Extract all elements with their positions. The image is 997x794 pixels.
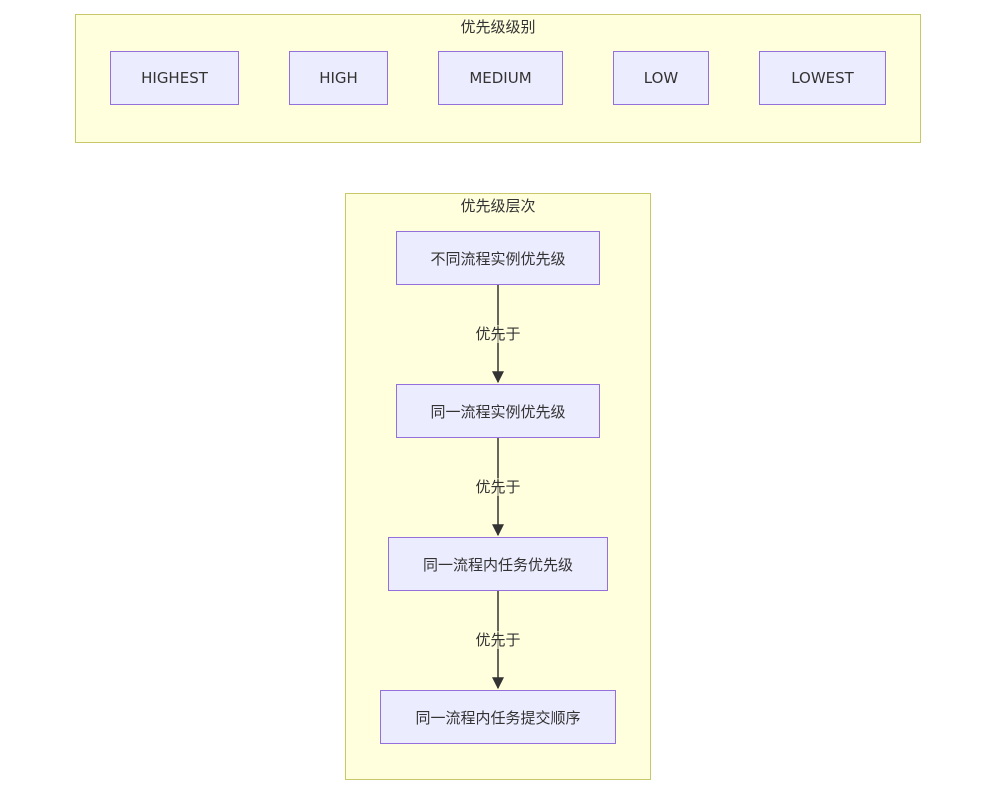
level-node-lowest[interactable]: LOWEST [759, 51, 886, 105]
level-node-highest[interactable]: HIGHEST [110, 51, 239, 105]
level-node-low[interactable]: LOW [613, 51, 709, 105]
hierarchy-node-same-process[interactable]: 同一流程实例优先级 [396, 384, 600, 438]
priority-levels-title: 优先级级别 [460, 18, 536, 36]
level-node-medium[interactable]: MEDIUM [438, 51, 563, 105]
edge-label-3: 优先于 [468, 631, 528, 649]
hierarchy-node-submit-order[interactable]: 同一流程内任务提交顺序 [380, 690, 616, 744]
priority-hierarchy-title: 优先级层次 [460, 197, 536, 215]
edge-label-1: 优先于 [468, 325, 528, 343]
hierarchy-node-cross-process[interactable]: 不同流程实例优先级 [396, 231, 600, 285]
hierarchy-node-task-priority[interactable]: 同一流程内任务优先级 [388, 537, 608, 591]
level-node-high[interactable]: HIGH [289, 51, 388, 105]
edge-label-2: 优先于 [468, 478, 528, 496]
